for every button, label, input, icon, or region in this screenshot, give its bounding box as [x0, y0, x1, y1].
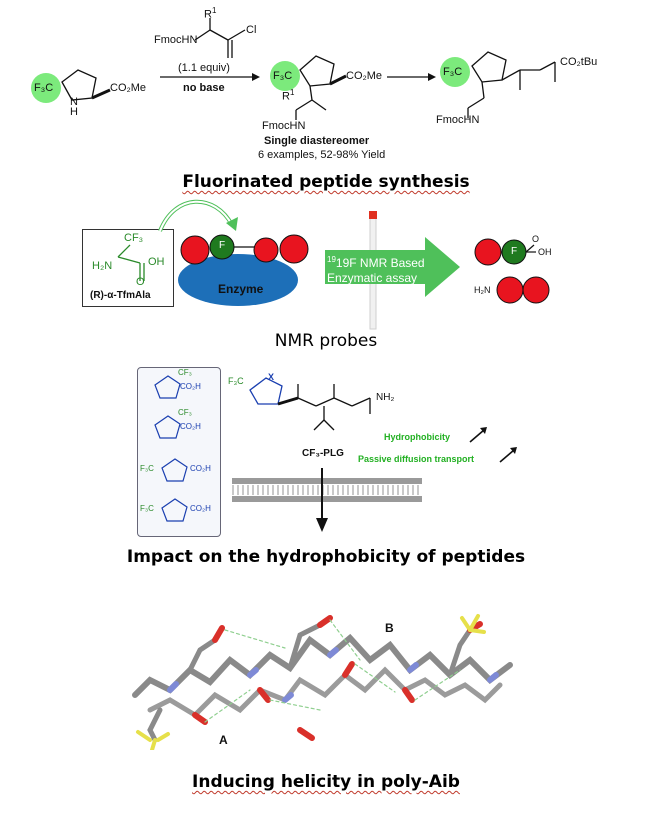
single-diastereomer: Single diastereomer: [264, 135, 370, 147]
reagent-fmochn: FmocHN: [154, 34, 198, 46]
box-cf3-2: CF₃: [178, 408, 192, 417]
assay-arrow: [325, 237, 460, 297]
nmr-probe-scheme: [117, 199, 550, 330]
box-f3c-3: F₃C: [140, 464, 154, 473]
product-red-bead-2: [496, 276, 524, 304]
helix-label-a: A: [219, 733, 228, 747]
product-red-bead: [474, 238, 502, 266]
proline-analogs-box: [137, 367, 221, 537]
tfmala-oh: OH: [148, 256, 165, 268]
peptide-name: CF₃-PLG: [302, 448, 344, 459]
red-bead-3: [279, 234, 309, 264]
hydrophobicity-scheme: [154, 375, 517, 532]
passive-diffusion-label: Passive diffusion transport: [358, 454, 475, 464]
cf3-highlight: [31, 73, 61, 103]
product-r: R1: [282, 88, 295, 103]
assay-arrow-text: 1919F NMR Based Enzymatic assay: [327, 255, 425, 285]
product-oh-label: OH: [538, 247, 552, 257]
product2-fmochn: FmocHN: [436, 114, 480, 126]
peptide-f3c: F₃C: [228, 376, 244, 386]
cf3-highlight-product2: [440, 57, 470, 87]
peptide-x: X: [268, 372, 275, 382]
peptide-nh2: NH₂: [376, 392, 395, 403]
box-f3c-4: F₃C: [140, 504, 154, 513]
synthesis-scheme: [31, 18, 556, 120]
caption-fluorinated-peptide-synthesis: Fluorinated peptide synthesis: [182, 172, 470, 192]
no-base-label: no base: [183, 82, 225, 94]
f3c-label-1: F₃C: [34, 82, 54, 94]
box-co2h-3: CO₂H: [190, 464, 211, 473]
tfmala-cf3: CF₃: [124, 232, 144, 244]
co2tbu-label: CO₂tBu: [560, 56, 598, 68]
product-h2n-label: H₂N: [474, 285, 491, 295]
product-fmochn: FmocHN: [262, 120, 306, 132]
tfmala-o: O: [136, 276, 145, 288]
box-cf3-1: CF₃: [178, 368, 192, 377]
examples-yield: 6 examples, 52-98% Yield: [258, 149, 386, 161]
caption-helicity: Inducing helicity in poly-Aib: [192, 772, 460, 792]
helix-structure: [132, 614, 513, 750]
co2me-label-2: CO₂Me: [346, 70, 383, 82]
hydrophobicity-up-arrow: [469, 429, 485, 443]
box-co2h-1: CO₂H: [180, 382, 201, 391]
co2me-label-1: CO₂Me: [110, 82, 147, 94]
product-f-label: F: [511, 246, 518, 257]
bead-f-label: F: [219, 240, 226, 251]
red-bead-2: [253, 237, 279, 263]
reagent-cl: Cl: [246, 24, 257, 36]
cf3-highlight-product: [270, 61, 300, 91]
f3c-label-3: F₃C: [443, 66, 463, 78]
tfmala-h2n: H₂N: [92, 260, 113, 272]
equiv-label: (1.1 equiv): [178, 62, 230, 74]
f3c-label-2: F₃C: [273, 70, 293, 82]
enzyme-label: Enzyme: [218, 282, 264, 296]
hydrophobicity-label: Hydrophobicity: [384, 432, 451, 442]
caption-nmr-probes: NMR probes: [274, 331, 378, 351]
product-o-label: O: [532, 234, 540, 244]
enzyme-ellipse: [178, 254, 298, 306]
box-co2h-4: CO₂H: [190, 504, 211, 513]
lipid-bilayer: [232, 478, 422, 502]
tfmala-name: (R)-α-TfmAla: [90, 290, 151, 301]
diffusion-up-arrow: [499, 449, 515, 463]
helix-label-b: B: [385, 621, 394, 635]
box-co2h-2: CO₂H: [180, 422, 201, 431]
caption-hydrophobicity: Impact on the hydrophobicity of peptides: [126, 547, 526, 567]
product-red-bead-3: [522, 276, 550, 304]
reagent-r: R1: [204, 6, 217, 21]
red-bead-1: [180, 235, 210, 265]
curved-arrow: [158, 199, 234, 232]
tfmala-box: [82, 229, 174, 307]
